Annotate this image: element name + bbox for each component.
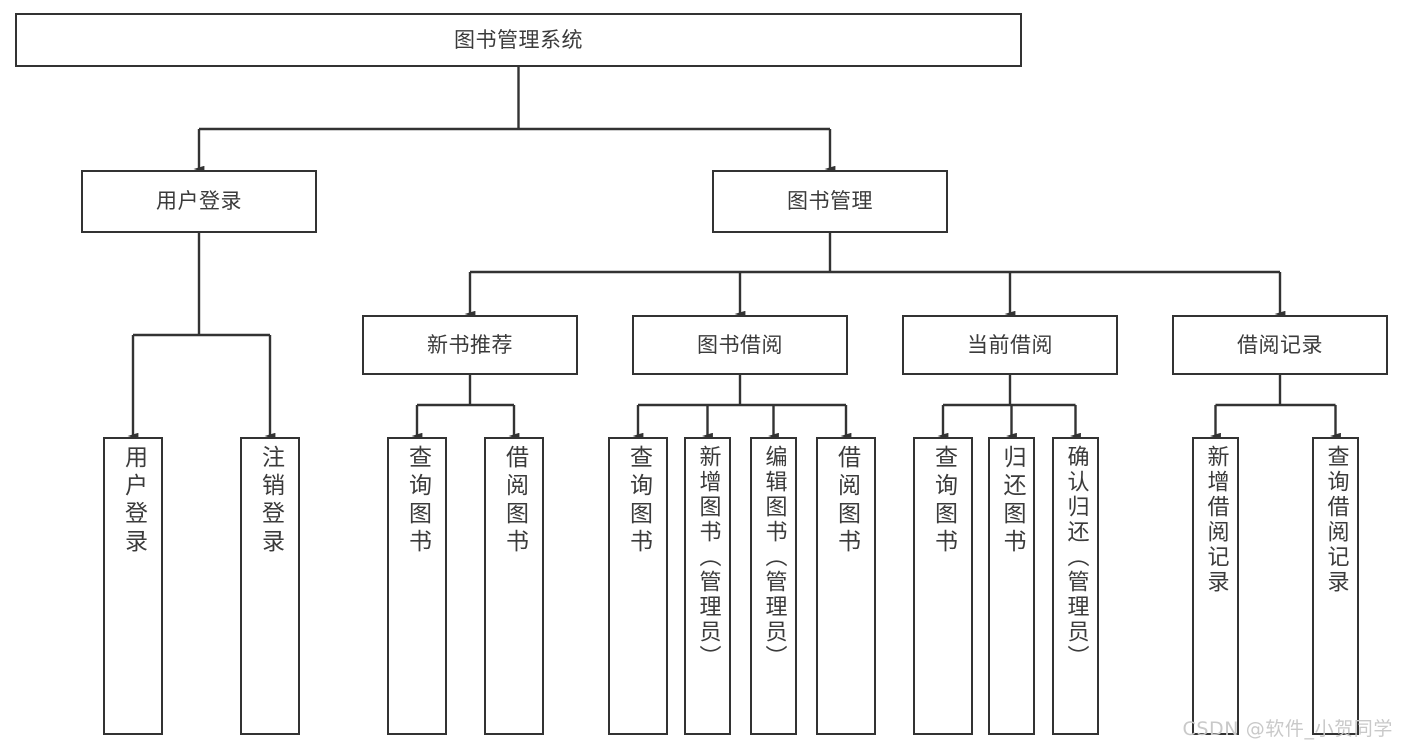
leaf-newbook-borrow-book[interactable]: 借阅图书 (484, 437, 544, 735)
edge-paths (127, 67, 1341, 440)
leaf-record-query-record-label: 查询借阅记录 (1323, 445, 1349, 595)
leaf-newbook-query-book[interactable]: 查询图书 (387, 437, 447, 735)
node-root-label: 图书管理系统 (454, 27, 583, 52)
leaf-borrow-edit-book[interactable]: 编辑图书（管理员） (750, 437, 797, 735)
node-book-borrow-label: 图书借阅 (697, 332, 783, 357)
leaf-current-confirm-return-label: 确认归还（管理员） (1063, 445, 1089, 670)
node-root[interactable]: 图书管理系统 (15, 13, 1022, 67)
leaf-user-login[interactable]: 用户登录 (103, 437, 163, 735)
leaf-record-query-record[interactable]: 查询借阅记录 (1312, 437, 1359, 735)
node-book-management-module-label: 图书管理 (787, 189, 873, 214)
leaf-user-login-label: 用户登录 (120, 445, 147, 557)
leaf-borrow-add-book[interactable]: 新增图书（管理员） (684, 437, 731, 735)
leaf-record-add-record[interactable]: 新增借阅记录 (1192, 437, 1239, 735)
node-current-borrow-label: 当前借阅 (967, 332, 1053, 357)
leaf-current-query-book-label: 查询图书 (930, 445, 957, 557)
watermark: CSDN @软件_小贺同学 (1182, 718, 1393, 740)
leaf-borrow-edit-book-label: 编辑图书（管理员） (761, 445, 787, 670)
node-user-login-module-label: 用户登录 (156, 189, 242, 214)
node-new-book-recommend-label: 新书推荐 (427, 332, 513, 357)
leaf-borrow-add-book-label: 新增图书（管理员） (695, 445, 721, 670)
leaf-borrow-query-book[interactable]: 查询图书 (608, 437, 668, 735)
leaf-borrow-borrow-book[interactable]: 借阅图书 (816, 437, 876, 735)
leaf-current-confirm-return[interactable]: 确认归还（管理员） (1052, 437, 1099, 735)
leaf-record-add-record-label: 新增借阅记录 (1203, 445, 1229, 595)
node-book-management-module[interactable]: 图书管理 (712, 170, 948, 233)
leaf-newbook-borrow-book-label: 借阅图书 (501, 445, 528, 557)
node-current-borrow[interactable]: 当前借阅 (902, 315, 1118, 375)
leaf-user-logout-label: 注销登录 (257, 445, 284, 557)
leaf-newbook-query-book-label: 查询图书 (404, 445, 431, 557)
node-borrow-record[interactable]: 借阅记录 (1172, 315, 1388, 375)
leaf-current-return-book-label: 归还图书 (999, 445, 1025, 557)
node-new-book-recommend[interactable]: 新书推荐 (362, 315, 578, 375)
leaf-current-query-book[interactable]: 查询图书 (913, 437, 973, 735)
node-borrow-record-label: 借阅记录 (1237, 332, 1323, 357)
leaf-borrow-query-book-label: 查询图书 (625, 445, 652, 557)
leaf-borrow-borrow-book-label: 借阅图书 (833, 445, 860, 557)
leaf-current-return-book[interactable]: 归还图书 (988, 437, 1035, 735)
node-user-login-module[interactable]: 用户登录 (81, 170, 317, 233)
node-book-borrow[interactable]: 图书借阅 (632, 315, 848, 375)
leaf-user-logout[interactable]: 注销登录 (240, 437, 300, 735)
